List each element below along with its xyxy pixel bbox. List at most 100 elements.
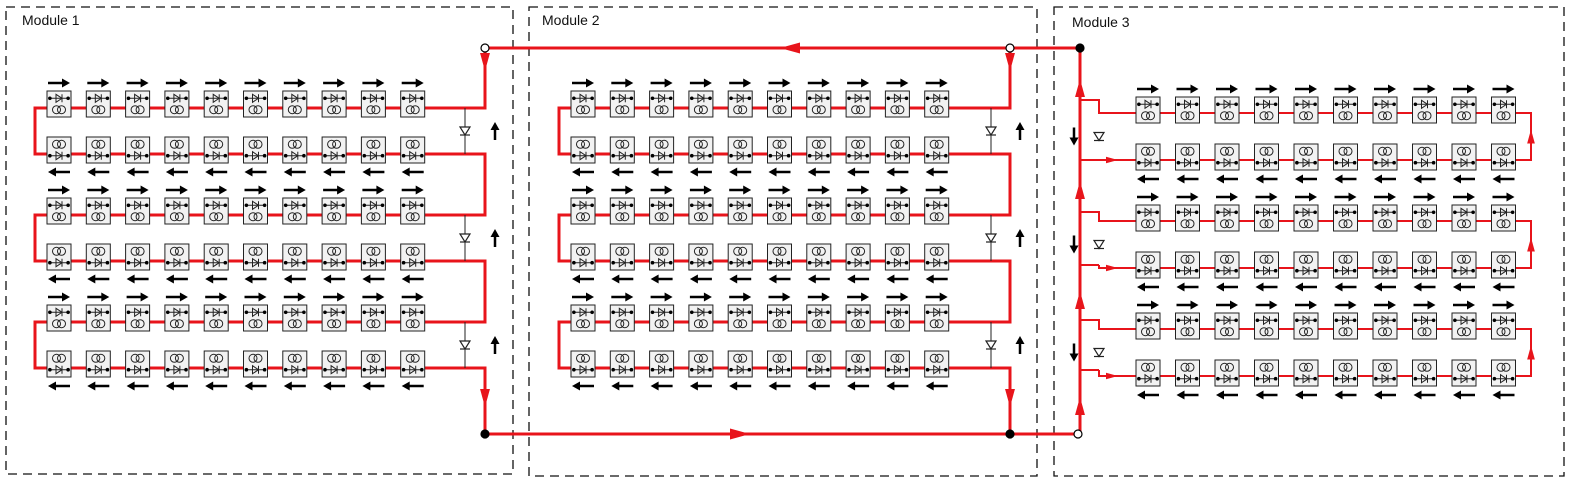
terminal-dot <box>1471 102 1475 107</box>
diode-icon <box>925 257 948 268</box>
arrow-head <box>1467 192 1475 202</box>
coil-loop <box>135 212 145 222</box>
cell-box <box>400 136 426 164</box>
cell-icon <box>767 136 792 164</box>
coil-icon <box>366 246 381 256</box>
cell-icon <box>125 90 151 118</box>
terminal-dot <box>302 203 306 208</box>
diode-icon <box>323 364 346 375</box>
diode-body <box>1144 373 1152 384</box>
arrow-icon <box>925 185 948 195</box>
arrow-icon <box>768 167 791 177</box>
cell-icon <box>360 350 386 378</box>
coil-loop <box>130 319 140 329</box>
diode-body <box>134 364 142 375</box>
arrow-icon <box>1492 192 1515 202</box>
terminal-dot <box>590 153 594 158</box>
diode-icon <box>87 257 110 268</box>
terminal-dot <box>1194 376 1199 381</box>
diode-icon <box>1255 207 1278 218</box>
arrow-head <box>297 185 306 195</box>
terminal-dot <box>1234 210 1238 215</box>
terminal-dot <box>144 96 149 101</box>
arrow-icon <box>1216 282 1238 292</box>
diode-icon <box>1137 207 1159 218</box>
diode-body <box>1223 207 1231 218</box>
coil-loop <box>733 212 743 222</box>
terminal-dot <box>1334 376 1339 381</box>
coil-loop <box>57 246 66 256</box>
coil-icon <box>405 105 420 115</box>
terminal-dot <box>283 310 288 315</box>
terminal-dot <box>904 203 909 208</box>
diode-icon <box>847 150 870 161</box>
diode-icon <box>87 150 110 161</box>
arrow-head <box>1137 282 1145 292</box>
arrow-head <box>337 78 346 88</box>
diode-body <box>94 93 103 104</box>
cell-icon <box>884 243 910 271</box>
terminal-dot <box>126 310 131 315</box>
diode-icon <box>689 364 712 375</box>
coil-loop <box>1259 362 1269 372</box>
coil-loop <box>96 353 106 363</box>
diode-body <box>212 93 221 104</box>
module-2-label: Module 2 <box>542 12 600 28</box>
coil-icon <box>52 105 66 115</box>
coil-loop <box>1225 254 1234 264</box>
diode-body <box>854 364 863 375</box>
diode-icon <box>886 364 909 375</box>
terminal-dot <box>826 260 830 265</box>
terminal-dot <box>1216 268 1220 273</box>
coil-icon <box>1496 327 1511 337</box>
terminal-dot <box>1453 160 1457 165</box>
terminal-dot <box>1413 102 1418 107</box>
cell-icon <box>1451 204 1477 232</box>
coil-loop <box>1462 219 1471 229</box>
diode-icon <box>925 364 948 375</box>
coil-loop <box>248 105 258 115</box>
diode-icon <box>126 150 149 161</box>
cell-box <box>570 243 596 271</box>
diode-body <box>618 364 627 375</box>
diode-body <box>458 340 472 351</box>
coil-loop <box>332 319 342 329</box>
terminal-dot <box>1492 102 1497 107</box>
arrow-head <box>1388 300 1396 310</box>
terminal-dot <box>262 260 267 265</box>
terminal-dot <box>650 367 655 372</box>
coil-loop <box>1146 146 1155 156</box>
coil-icon <box>1141 219 1155 229</box>
coil-loop <box>816 139 826 149</box>
terminal-dot <box>323 203 327 208</box>
diode-icon <box>1413 373 1436 384</box>
diode-body <box>893 257 902 268</box>
cell-icon <box>1135 96 1161 124</box>
arrow-head <box>1348 192 1357 202</box>
arrow-head <box>1151 300 1159 310</box>
diode-body <box>369 150 378 161</box>
terminal-dot <box>768 367 773 372</box>
cell-icon <box>243 136 268 164</box>
coil-loop <box>654 212 664 222</box>
coil-icon <box>772 353 787 363</box>
diode-body <box>409 200 417 211</box>
diode-icon <box>1176 315 1199 326</box>
terminal-dot <box>904 260 909 265</box>
diode-body <box>618 257 627 268</box>
coil-loop <box>659 212 669 222</box>
cell-icon <box>1214 312 1240 340</box>
arrow-head <box>101 292 110 302</box>
diode-icon <box>611 307 634 318</box>
terminal-dot <box>205 367 209 372</box>
arrow-head <box>586 185 594 195</box>
diode-icon <box>1176 99 1199 110</box>
arrow-icon <box>925 167 948 177</box>
diode-body <box>1223 99 1231 110</box>
diode-body <box>893 200 902 211</box>
coil-loop <box>52 212 61 222</box>
coil-icon <box>287 139 302 149</box>
diode-body <box>291 200 299 211</box>
arrow-icon <box>650 274 673 284</box>
diode-icon <box>205 257 228 268</box>
